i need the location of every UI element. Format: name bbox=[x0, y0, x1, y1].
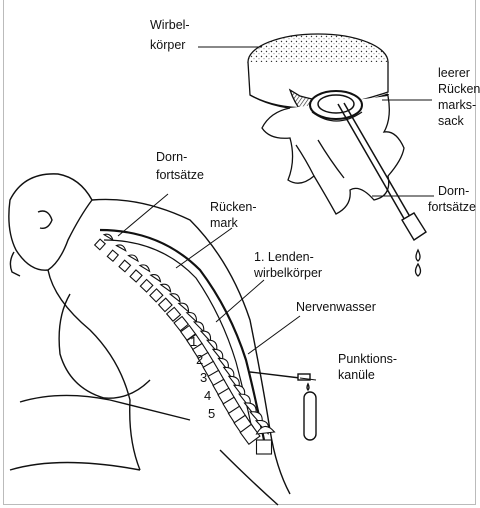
label-wirbel: Wirbel- bbox=[150, 18, 190, 33]
vertebral-body bbox=[150, 289, 163, 302]
patient-outline bbox=[9, 174, 290, 505]
vertebra-number-1: 1 bbox=[190, 334, 197, 349]
spinous-process bbox=[151, 272, 162, 283]
vertebral-body bbox=[130, 270, 142, 282]
vertebral-body bbox=[140, 280, 152, 292]
label-rueckenmark-1: Rücken- bbox=[210, 200, 257, 215]
drop-2 bbox=[416, 264, 421, 276]
label-lenden-2: wirbelkörper bbox=[254, 266, 322, 281]
label-marks: marks- bbox=[438, 98, 476, 113]
vertebra-number-3: 3 bbox=[200, 370, 207, 385]
label-dorn-left-1: Dorn- bbox=[156, 150, 187, 165]
spinous-process bbox=[170, 291, 182, 303]
label-koerper: körper bbox=[150, 38, 185, 53]
spinous-process bbox=[116, 243, 126, 253]
needle-hub bbox=[402, 213, 426, 240]
label-lenden-1: 1. Lenden- bbox=[254, 250, 314, 265]
spinous-process bbox=[179, 300, 191, 313]
needle-drop bbox=[307, 384, 309, 390]
spinous-process bbox=[140, 262, 151, 273]
puncture-needle-shaft bbox=[250, 372, 300, 378]
vertebra-detail bbox=[248, 34, 426, 276]
vertebral-bodies bbox=[95, 239, 272, 454]
spinous-process bbox=[129, 253, 140, 263]
spinous-process bbox=[257, 426, 275, 434]
vertebral-body bbox=[257, 440, 272, 454]
chest-contour bbox=[48, 270, 140, 470]
thigh-top bbox=[20, 395, 190, 420]
vertebral-body bbox=[159, 298, 172, 311]
leader-lenden bbox=[216, 280, 264, 322]
label-leerer: leerer bbox=[438, 66, 470, 81]
drop-1 bbox=[416, 250, 420, 261]
vertebral-body bbox=[107, 250, 118, 261]
label-nervenwasser: Nervenwasser bbox=[296, 300, 376, 315]
spinous-process bbox=[161, 281, 173, 293]
label-ruecken: Rücken- bbox=[438, 82, 480, 97]
label-rueckenmark-2: mark bbox=[210, 216, 238, 231]
vertebra-number-4: 4 bbox=[204, 388, 211, 403]
label-kanule-1: Punktions- bbox=[338, 352, 397, 367]
vertebra-number-2: 2 bbox=[196, 352, 203, 367]
label-dorn-right-1: Dorn- bbox=[438, 184, 469, 199]
test-tube bbox=[304, 392, 316, 440]
vertebra-number-5: 5 bbox=[208, 406, 215, 421]
vertebral-body bbox=[95, 239, 106, 250]
vertebral-body bbox=[119, 260, 130, 272]
label-sack: sack bbox=[438, 114, 464, 129]
label-dorn-left-2: fortsätze bbox=[156, 168, 204, 183]
label-dorn-right-2: fortsätze bbox=[428, 200, 476, 215]
leader-nervenwasser bbox=[248, 316, 300, 354]
label-kanule-2: kanüle bbox=[338, 368, 375, 383]
